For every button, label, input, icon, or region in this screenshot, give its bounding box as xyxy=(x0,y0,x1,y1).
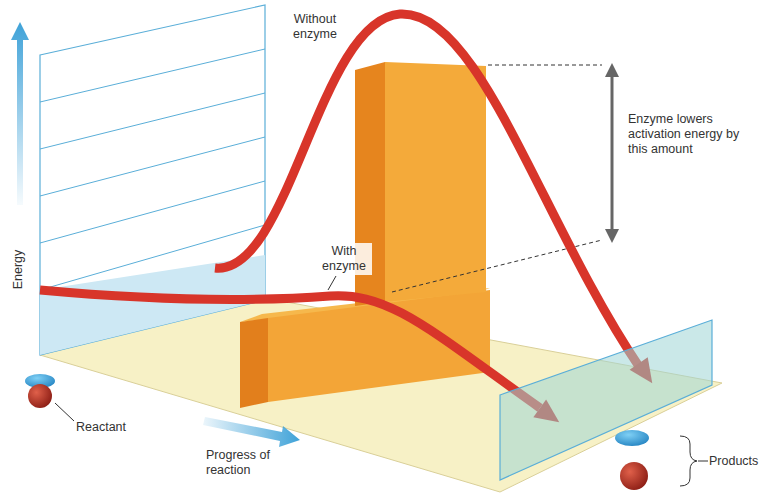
reaction-ribbon xyxy=(215,14,640,368)
energy-axis-arrow xyxy=(11,22,29,205)
curve-label: Without enzyme xyxy=(288,12,342,42)
grid-line xyxy=(40,225,265,290)
products-label: Products xyxy=(709,454,767,469)
grid-line xyxy=(40,137,265,196)
axis-label: Energy xyxy=(11,240,26,300)
product-wall xyxy=(500,320,712,480)
grid-line xyxy=(40,49,265,102)
reactant-label: Reactant xyxy=(76,420,146,435)
reaction-path xyxy=(40,14,652,422)
grid-line xyxy=(40,93,265,149)
reactant-part xyxy=(28,384,52,408)
product-part xyxy=(620,462,648,490)
axis-label: Progress of reaction xyxy=(206,448,286,478)
measure-arrow-head xyxy=(605,63,619,77)
energy-grid xyxy=(40,49,265,290)
progress-arrow xyxy=(203,417,300,447)
barrier-end xyxy=(240,318,268,408)
reference-line xyxy=(488,65,602,66)
products-bracket xyxy=(680,436,697,486)
product-part xyxy=(615,430,649,446)
callout-note: Enzyme lowers activation energy by this … xyxy=(628,112,740,157)
leader-line xyxy=(328,276,336,290)
measure-arrow xyxy=(611,74,614,232)
curve-label: With enzyme xyxy=(316,243,372,275)
barrier-tall-front xyxy=(385,62,486,302)
measure-arrow-head xyxy=(605,229,619,243)
leader-line xyxy=(698,461,708,462)
reaction-ribbon xyxy=(40,290,540,408)
leader-line xyxy=(55,403,74,421)
grid-line xyxy=(40,181,265,243)
